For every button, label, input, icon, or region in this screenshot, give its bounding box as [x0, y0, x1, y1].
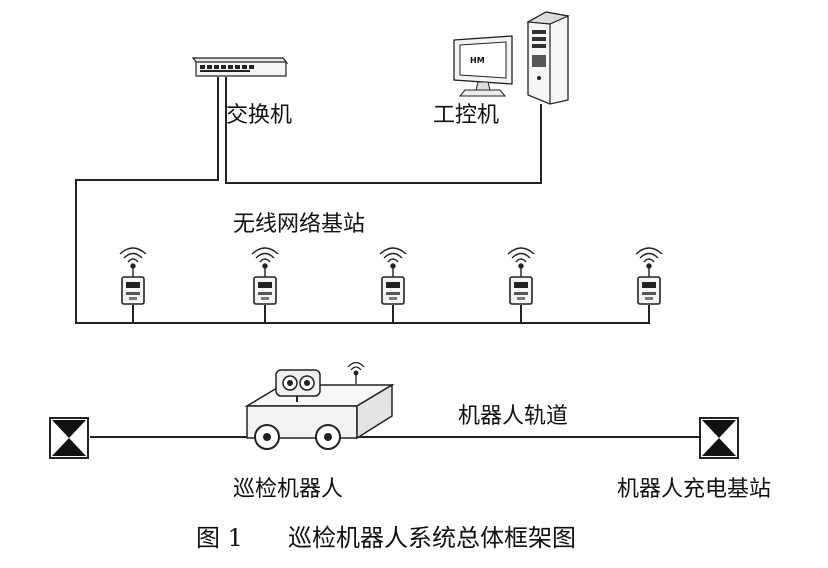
wireless-base-station — [251, 247, 279, 323]
base-station-row — [119, 247, 663, 323]
wifi-signal-icon — [507, 247, 535, 277]
wifi-signal-icon — [119, 247, 147, 277]
wireless-base-station — [119, 247, 147, 323]
wireless-base-station — [379, 247, 407, 323]
wireless-base-station — [635, 247, 663, 323]
inspection-robot — [244, 361, 395, 450]
track-end-left — [49, 417, 89, 459]
ipc-label: 工控机 — [433, 103, 499, 128]
wireless-base-station — [507, 247, 535, 323]
charger-label: 机器人充电基站 — [617, 477, 771, 502]
wifi-signal-icon — [635, 247, 663, 277]
base-station-device — [253, 276, 277, 305]
robot-label: 巡检机器人 — [233, 477, 343, 502]
network-cabling — [75, 77, 650, 324]
base-station-device — [637, 276, 661, 305]
figure-caption: 巡检机器人系统总体框架图 — [288, 524, 576, 552]
switch-ports — [200, 65, 254, 72]
charging-station-icon — [699, 417, 739, 459]
pc-tower — [526, 11, 571, 105]
robot-antenna-icon — [347, 361, 365, 384]
base-stations-label: 无线网络基站 — [233, 212, 365, 237]
switch-label: 交换机 — [226, 103, 292, 128]
base-station-device — [121, 276, 145, 305]
robot-camera-head — [275, 369, 321, 402]
industrial-pc: HM — [453, 11, 571, 105]
base-station-device — [381, 276, 405, 305]
base-station-device — [509, 276, 533, 305]
robot-wheels — [254, 424, 341, 450]
monitor-brand-text: HM — [470, 56, 485, 65]
network-switch — [191, 57, 289, 77]
figure-number: 图 1 — [196, 524, 243, 552]
wifi-signal-icon — [379, 247, 407, 277]
monitor: HM — [453, 35, 513, 97]
wifi-signal-icon — [251, 247, 279, 277]
track-label: 机器人轨道 — [458, 404, 568, 429]
